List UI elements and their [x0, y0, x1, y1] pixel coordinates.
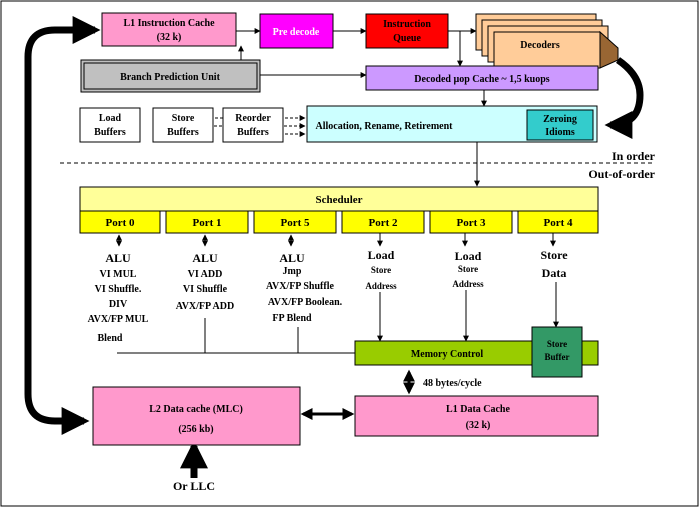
- thick-l2-icache-arrow: [24, 16, 101, 435]
- bandwidth-label: 48 bytes/cycle: [423, 378, 482, 389]
- store-buffers-line1: Store: [172, 113, 195, 124]
- port0-unit-1: VI MUL: [100, 269, 137, 280]
- allocation-label: Allocation, Rename, Retirement: [315, 121, 453, 132]
- l2-cache-line1: L2 Data cache (MLC): [149, 404, 243, 415]
- port1-unit-2: VI Shuffle: [183, 284, 228, 295]
- instruction-queue-line1: Instruction: [383, 19, 431, 30]
- instruction-queue-box: Instruction Queue: [365, 13, 449, 49]
- in-order-label: In order: [612, 149, 656, 163]
- llc-label: Or LLC: [173, 479, 215, 493]
- port2-unit-2: Address: [365, 281, 397, 291]
- port3-units: Load Store Address: [452, 249, 484, 289]
- uop-cache-box: Decoded µop Cache ~ 1,5 kuops: [365, 65, 599, 91]
- port0-unit-2: VI Shuffle.: [95, 284, 142, 295]
- decoders-stack: Decoders: [475, 13, 619, 69]
- port2-load-title: Load: [368, 248, 395, 262]
- scheduler-label: Scheduler: [315, 194, 362, 206]
- port-5-label: Port 5: [280, 217, 310, 229]
- branch-prediction-box: Branch Prediction Unit: [80, 59, 261, 93]
- uop-cache-label: Decoded µop Cache ~ 1,5 kuops: [414, 74, 550, 85]
- reorder-buffers-line1: Reorder: [235, 113, 271, 124]
- memory-control-label: Memory Control: [411, 349, 484, 360]
- thick-decoders-alloc-arrow: [604, 57, 644, 139]
- allocation-box: Allocation, Rename, Retirement Zeroing I…: [306, 105, 598, 143]
- port-3-label: Port 3: [456, 217, 486, 229]
- port5-units: ALU Jmp AVX/FP Shuffle AVX/FP Boolean. F…: [266, 251, 343, 324]
- zeroing-idioms-line1: Zeroing: [543, 114, 577, 125]
- port3-load-title: Load: [455, 249, 482, 263]
- port5-unit-4: FP Blend: [272, 313, 312, 324]
- port-1-label: Port 1: [192, 217, 221, 229]
- l1-icache: L1 Instruction Cache (32 k): [101, 12, 237, 47]
- port4-data-title: Data: [542, 266, 567, 280]
- l2-cache-box: L2 Data cache (MLC) (256 kb): [92, 386, 301, 446]
- store-buffer-line2: Buffer: [545, 352, 570, 362]
- l1-dcache-box: L1 Data Cache (32 k): [354, 395, 599, 437]
- port5-unit-3: AVX/FP Boolean.: [268, 297, 343, 308]
- scheduler-box: Scheduler: [79, 186, 599, 212]
- port0-unit-4: AVX/FP MUL: [88, 314, 149, 325]
- reorder-buffers-line2: Buffers: [237, 127, 269, 138]
- store-buffers-box: Store Buffers: [152, 107, 214, 143]
- reorder-buffers-box: Reorder Buffers: [222, 107, 284, 143]
- port0-unit-5: Blend: [97, 333, 122, 344]
- l2-cache-line2: (256 kb): [178, 424, 213, 435]
- port2-unit-1: Store: [371, 265, 391, 275]
- port0-unit-3: DIV: [109, 299, 128, 310]
- port-4-label: Port 4: [543, 217, 573, 229]
- port1-units: ALU VI ADD VI Shuffle AVX/FP ADD: [176, 251, 234, 312]
- port4-units: Store Data: [540, 248, 568, 280]
- port2-units: Load Store Address: [365, 248, 397, 291]
- port3-unit-2: Address: [452, 279, 484, 289]
- l1-icache-line2: (32 k): [157, 32, 182, 43]
- store-buffer-box: Store Buffer: [531, 326, 583, 378]
- predecode-label: Pre decode: [273, 27, 320, 38]
- load-buffers-box: Load Buffers: [79, 107, 141, 143]
- port5-unit-1: Jmp: [283, 266, 302, 277]
- port5-unit-2: AVX/FP Shuffle: [266, 281, 334, 292]
- instruction-queue-line2: Queue: [393, 33, 421, 44]
- port3-unit-1: Store: [458, 264, 478, 274]
- l1-dcache-line2: (32 k): [466, 420, 491, 431]
- l1-icache-line1: L1 Instruction Cache: [123, 18, 215, 29]
- decoders-label: Decoders: [520, 40, 560, 51]
- port1-unit-1: VI ADD: [188, 269, 223, 280]
- port1-alu-title: ALU: [192, 251, 218, 265]
- port1-unit-3: AVX/FP ADD: [176, 301, 234, 312]
- port-2-label: Port 2: [368, 217, 398, 229]
- load-buffers-line1: Load: [99, 113, 122, 124]
- out-of-order-label: Out-of-order: [588, 167, 655, 181]
- port0-alu-title: ALU: [105, 251, 131, 265]
- port-0-label: Port 0: [105, 217, 135, 229]
- port5-alu-title: ALU: [279, 251, 305, 265]
- load-buffers-line2: Buffers: [94, 127, 126, 138]
- ports-row: Port 0 Port 1 Port 5 Port 2 Port 3 Port …: [79, 210, 599, 234]
- store-buffers-line2: Buffers: [167, 127, 199, 138]
- port4-store-title: Store: [540, 248, 568, 262]
- store-buffer-line1: Store: [547, 339, 567, 349]
- port0-units: ALU VI MUL VI Shuffle. DIV AVX/FP MUL Bl…: [88, 251, 149, 344]
- predecode-box: Pre decode: [259, 13, 334, 49]
- l1-dcache-line1: L1 Data Cache: [446, 404, 510, 415]
- branch-prediction-label: Branch Prediction Unit: [120, 72, 220, 83]
- zeroing-idioms-line2: Idioms: [545, 127, 575, 138]
